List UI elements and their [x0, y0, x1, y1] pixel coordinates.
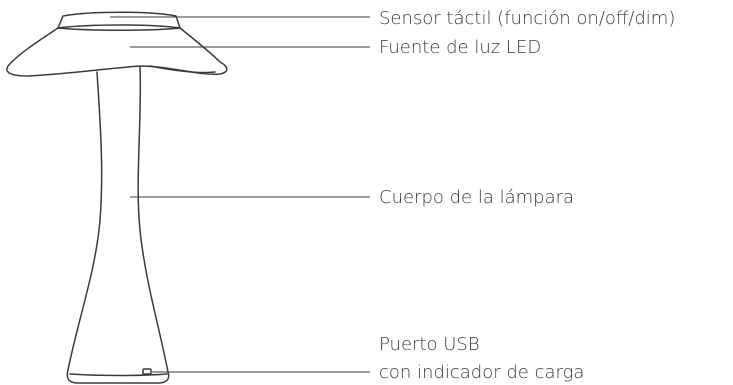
usb-label-line2: con indicador de carga	[379, 362, 584, 383]
touch-sensor-cap	[57, 11, 181, 29]
sensor-label: Sensor táctil (función on/off/dim)	[379, 8, 675, 29]
cap-band-line	[57, 27, 181, 31]
lamp-body	[66, 66, 170, 384]
lamp-base-line	[69, 373, 168, 377]
lamp-body-right-edge	[137, 66, 169, 373]
body-label: Cuerpo de la lámpara	[379, 187, 574, 208]
lamp-shade	[6, 27, 228, 77]
usb-port	[142, 368, 152, 375]
lamp-head	[6, 11, 228, 77]
usb-label-line1: Puerto USB	[379, 334, 480, 355]
led-label: Fuente de luz LED	[379, 37, 541, 58]
led-light-source	[149, 65, 216, 74]
lamp-body-left-edge	[67, 71, 103, 371]
lamp-base	[66, 369, 170, 384]
